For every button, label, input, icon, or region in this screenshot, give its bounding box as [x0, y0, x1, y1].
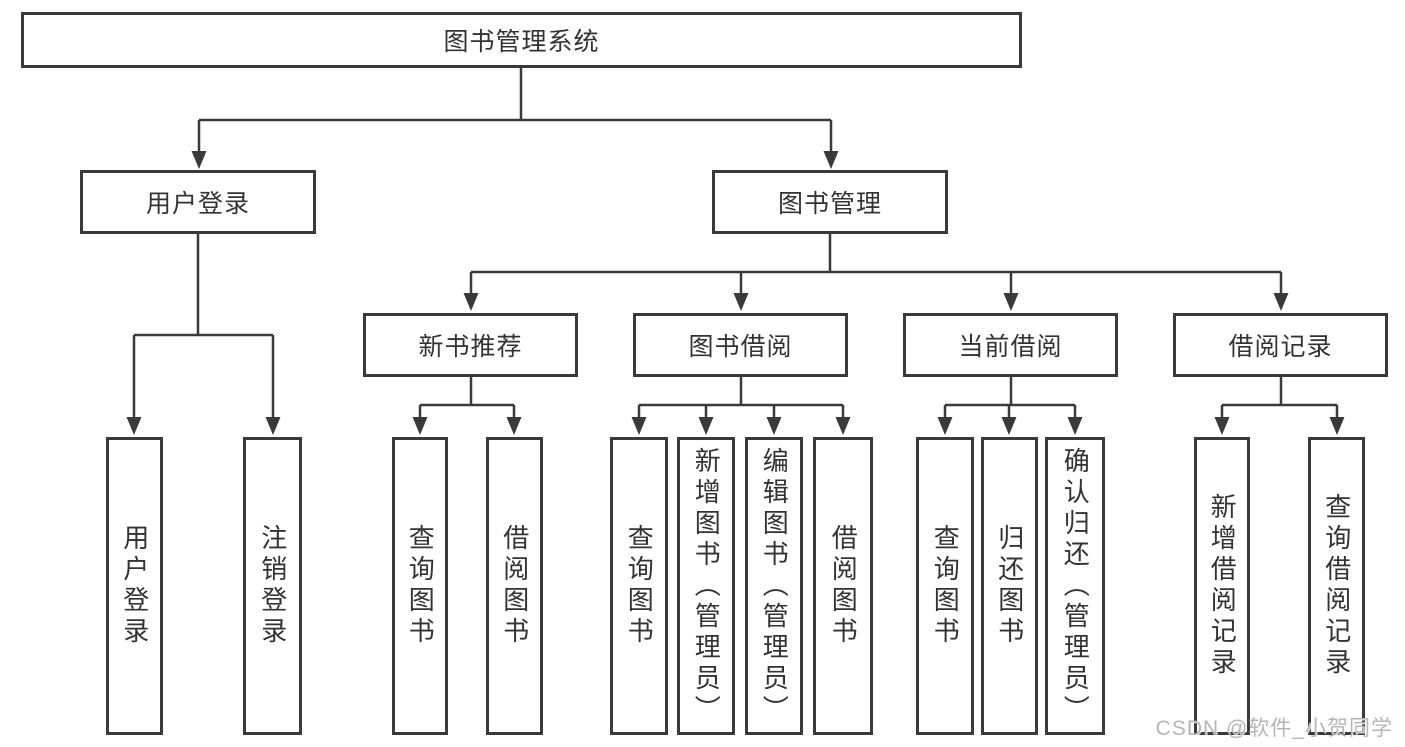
- leaf-add-books-admin: 新增图书（管理员）: [677, 437, 735, 735]
- leaf-add-borrow-record: 新增借阅记录: [1194, 437, 1250, 735]
- node-label: 用户登录: [119, 524, 150, 648]
- node-new-book-recommend: 新书推荐: [363, 313, 578, 377]
- leaf-edit-books-admin: 编辑图书（管理员）: [745, 437, 803, 735]
- leaf-borrow-books: 借阅图书: [813, 437, 873, 735]
- node-label: 归还图书: [994, 524, 1025, 648]
- node-root-library-system: 图书管理系统: [21, 12, 1022, 68]
- node-label: 编辑图书（管理员）: [759, 446, 790, 726]
- leaf-query-borrow-record: 查询借阅记录: [1308, 437, 1365, 735]
- leaf-query-books-borrow: 查询图书: [610, 437, 668, 735]
- node-current-borrow: 当前借阅: [903, 313, 1118, 377]
- node-borrow-records: 借阅记录: [1173, 313, 1388, 377]
- node-label: 查询图书: [930, 524, 961, 648]
- node-label: 确认归还（管理员）: [1060, 446, 1091, 726]
- node-user-login: 用户登录: [80, 170, 316, 234]
- csdn-watermark: CSDN @软件_小贺同学: [1155, 717, 1393, 740]
- leaf-query-books-recommend: 查询图书: [392, 437, 448, 735]
- node-label: 新增图书（管理员）: [691, 446, 722, 726]
- leaf-confirm-return-admin: 确认归还（管理员）: [1045, 437, 1105, 735]
- node-label: 查询图书: [405, 524, 436, 648]
- leaf-query-books-current: 查询图书: [916, 437, 974, 735]
- node-label: 查询借阅记录: [1321, 493, 1352, 679]
- node-book-management: 图书管理: [712, 170, 948, 234]
- leaf-return-books: 归还图书: [981, 437, 1038, 735]
- node-label: 借阅图书: [828, 524, 859, 648]
- node-label: 注销登录: [257, 524, 288, 648]
- leaf-borrow-books-recommend: 借阅图书: [486, 437, 543, 735]
- leaf-logout: 注销登录: [243, 437, 302, 735]
- node-label: 借阅图书: [499, 524, 530, 648]
- node-book-borrow: 图书借阅: [633, 313, 848, 377]
- node-label: 查询图书: [624, 524, 655, 648]
- node-label: 新增借阅记录: [1207, 493, 1238, 679]
- leaf-user-login: 用户登录: [106, 437, 163, 735]
